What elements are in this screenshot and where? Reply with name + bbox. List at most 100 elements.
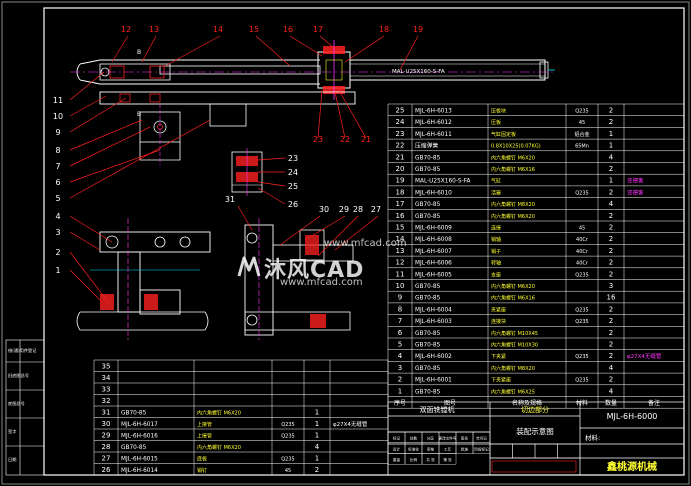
bom-cell-qty: 1 xyxy=(315,455,319,463)
part-name: 切边部分 xyxy=(521,405,549,414)
bom-cell-no: 6 xyxy=(398,329,403,337)
title-block-label: 审核 xyxy=(427,446,435,451)
section-marker-b: B xyxy=(137,49,141,56)
bom-cell-qty: 2 xyxy=(609,247,613,255)
bom-cell-material: Q235 xyxy=(575,378,588,384)
bom-cell-no: 17 xyxy=(396,200,405,208)
bom-cell-name: 内六角螺钉 M6X20 xyxy=(197,444,241,451)
bom-cell-qty: 2 xyxy=(609,376,613,384)
section-marker-b: B xyxy=(137,111,141,118)
bom-cell-code: GB70-85 xyxy=(415,331,441,337)
drawing-title: 装配示意图 xyxy=(516,426,554,436)
bom-cell-material: 45 xyxy=(285,468,291,474)
bom-cell-name: 气缸 xyxy=(491,178,501,185)
bom-cell-code: 压缩弹簧 xyxy=(415,142,438,150)
bom-cell-material: 45 xyxy=(579,120,585,126)
title-block-label: 重量 xyxy=(393,457,401,462)
bom-cell-code: GB70-85 xyxy=(415,296,441,302)
bom-cell-name: 内六角螺钉 M6X20 xyxy=(491,213,535,220)
bom-cell-no: 8 xyxy=(398,305,402,313)
balloon-number: 29 xyxy=(339,205,349,214)
title-block-cell xyxy=(512,443,536,459)
bom-cell-code: MJL-6H-6008 xyxy=(415,237,452,243)
main-assembly xyxy=(70,40,555,165)
watermark-url: www.mfcad.com xyxy=(280,277,363,288)
cylinder-body xyxy=(349,59,546,81)
bom-cell-qty: 2 xyxy=(609,259,613,267)
title-block-cell xyxy=(438,453,457,465)
support-bar xyxy=(99,91,356,105)
cylinder-label: MAL-U25X160-S-FA xyxy=(392,69,445,75)
bom-cell-no: 4 xyxy=(398,352,403,360)
bom-cell-no: 13 xyxy=(396,247,405,255)
balloon-number: 19 xyxy=(413,25,423,34)
bom-cell-qty: 4 xyxy=(609,200,614,208)
bom-cell-material: Q235 xyxy=(575,354,588,360)
bom-cell-code: GB70-85 xyxy=(415,202,441,208)
bom-cell-code: MJL-6H-6010 xyxy=(415,190,452,196)
balloon-number: 28 xyxy=(353,205,363,214)
balloon-number: 3 xyxy=(55,228,60,237)
bom-cell-qty: 4 xyxy=(609,387,614,395)
bom-cell-no: 15 xyxy=(396,224,405,232)
bom-cell-no: 35 xyxy=(102,363,111,371)
bom-cell-no: 29 xyxy=(102,432,111,440)
side-strip-label: 底图总号 xyxy=(8,400,25,407)
balloon-number: 14 xyxy=(213,25,223,34)
balloon-number: 2 xyxy=(55,248,60,257)
bom-cell-name: 连接块 xyxy=(491,318,506,325)
title-block-cell xyxy=(489,443,513,459)
bom-cell-qty: 2 xyxy=(609,235,613,243)
bom-cell-no: 31 xyxy=(102,409,111,417)
bom-header: 图号 xyxy=(444,400,456,407)
title-block-label: 签名 xyxy=(461,436,469,441)
balloon-number: 16 xyxy=(283,25,293,34)
title-block-label: 处数 xyxy=(410,436,418,441)
bom-cell-name: 内六角螺钉 M6X20 xyxy=(491,283,535,290)
side-strip-label: 签字 xyxy=(8,428,16,434)
bom-cell-name: 气缸固定板 xyxy=(491,131,516,138)
bom-cell-note: 亚德客 xyxy=(627,177,644,185)
piston-rod xyxy=(159,65,321,75)
bom-cell-name: 0.8X10X25(0.07KG) xyxy=(491,144,541,150)
balloon-number: 1 xyxy=(55,266,60,275)
bom-cell-no: 25 xyxy=(396,107,405,115)
bom-cell-material: Q235 xyxy=(575,190,588,196)
title-block-label: 分区 xyxy=(427,436,435,441)
bom-cell-no: 27 xyxy=(102,455,111,463)
bom-cell-qty: 1 xyxy=(315,432,319,440)
bom-cell-no: 20 xyxy=(396,165,405,173)
bom-cell-qty: 1 xyxy=(609,177,613,185)
bom-cell-qty: 1 xyxy=(609,130,613,138)
bom-cell-name: 内六角螺钉 M6X16 xyxy=(491,166,535,173)
bom-cell-code: GB70-85 xyxy=(415,343,441,349)
bom-cell-material: 铝合金 xyxy=(574,131,589,138)
bom-cell-code: MJL-6H-6001 xyxy=(415,378,452,384)
balloon-number: 18 xyxy=(379,25,389,34)
bom-cell-no: 22 xyxy=(396,142,405,150)
bom-cell-qty: 16 xyxy=(607,294,616,302)
balloon-number: 5 xyxy=(55,194,60,203)
bom-cell-no: 33 xyxy=(102,386,111,394)
bom-cell-code: MAL-U25X160-S-FA xyxy=(415,179,471,185)
bom-cell-no: 2 xyxy=(398,376,402,384)
bom-cell-name: 支座 xyxy=(491,271,501,278)
bom-cell-name: 内六角螺钉 M8X20 xyxy=(491,201,535,208)
bom-cell-code: MJL-6H-6006 xyxy=(415,261,452,267)
bom-cell-code: GB70-85 xyxy=(415,366,441,372)
bom-header: 材料 xyxy=(576,399,588,407)
bom-cell-material: Q235 xyxy=(281,457,294,463)
title-block-label: 批准 xyxy=(461,446,469,451)
bom-header: 序号 xyxy=(394,399,406,407)
bom-cell-code: GB70-85 xyxy=(121,411,147,417)
balloon-number: 22 xyxy=(340,135,350,144)
bom-cell-no: 30 xyxy=(102,420,111,428)
material-label: 材料: xyxy=(585,433,600,442)
bom-cell-material: Q235 xyxy=(575,272,588,278)
bom-cell-name: 下夹紧 xyxy=(491,353,506,360)
bom-cell-no: 32 xyxy=(102,397,111,405)
title-block-label: 工艺 xyxy=(444,446,452,451)
title-block-label: 标准化 xyxy=(408,446,419,451)
